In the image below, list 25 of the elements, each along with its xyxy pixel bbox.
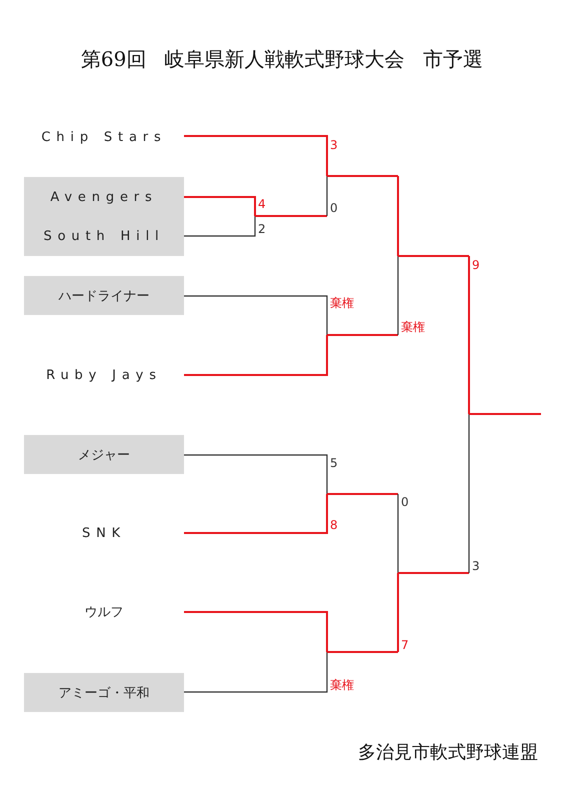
- team-name: South Hill: [24, 223, 184, 249]
- team-group-box: [24, 177, 184, 256]
- team-name: ハードライナー: [24, 276, 184, 315]
- score-label: 3: [472, 559, 480, 573]
- score-label: 2: [258, 222, 266, 236]
- score-label: 8: [330, 518, 338, 532]
- score-label: 棄権: [401, 320, 425, 334]
- score-label: 5: [330, 456, 338, 470]
- team-name: Ruby Jays: [24, 362, 184, 388]
- score-label: 0: [401, 495, 409, 509]
- score-label: 7: [401, 638, 409, 652]
- score-label: 0: [330, 201, 338, 215]
- score-label: 棄権: [330, 296, 354, 310]
- team-name: ウルフ: [24, 599, 184, 625]
- team-name: Chip Stars: [24, 124, 184, 150]
- team-name: メジャー: [24, 435, 184, 474]
- team-name: Avengers: [24, 184, 184, 210]
- team-name: SNK: [24, 520, 184, 546]
- title: 第69回 岐阜県新人戦軟式野球大会 市予選: [80, 46, 484, 73]
- score-label: 棄権: [330, 678, 354, 692]
- score-label: 3: [330, 138, 338, 152]
- team-name: アミーゴ・平和: [24, 673, 184, 712]
- score-label: 9: [472, 258, 480, 272]
- score-label: 4: [258, 197, 266, 211]
- organizer-name: 多治見市軟式野球連盟: [358, 741, 538, 764]
